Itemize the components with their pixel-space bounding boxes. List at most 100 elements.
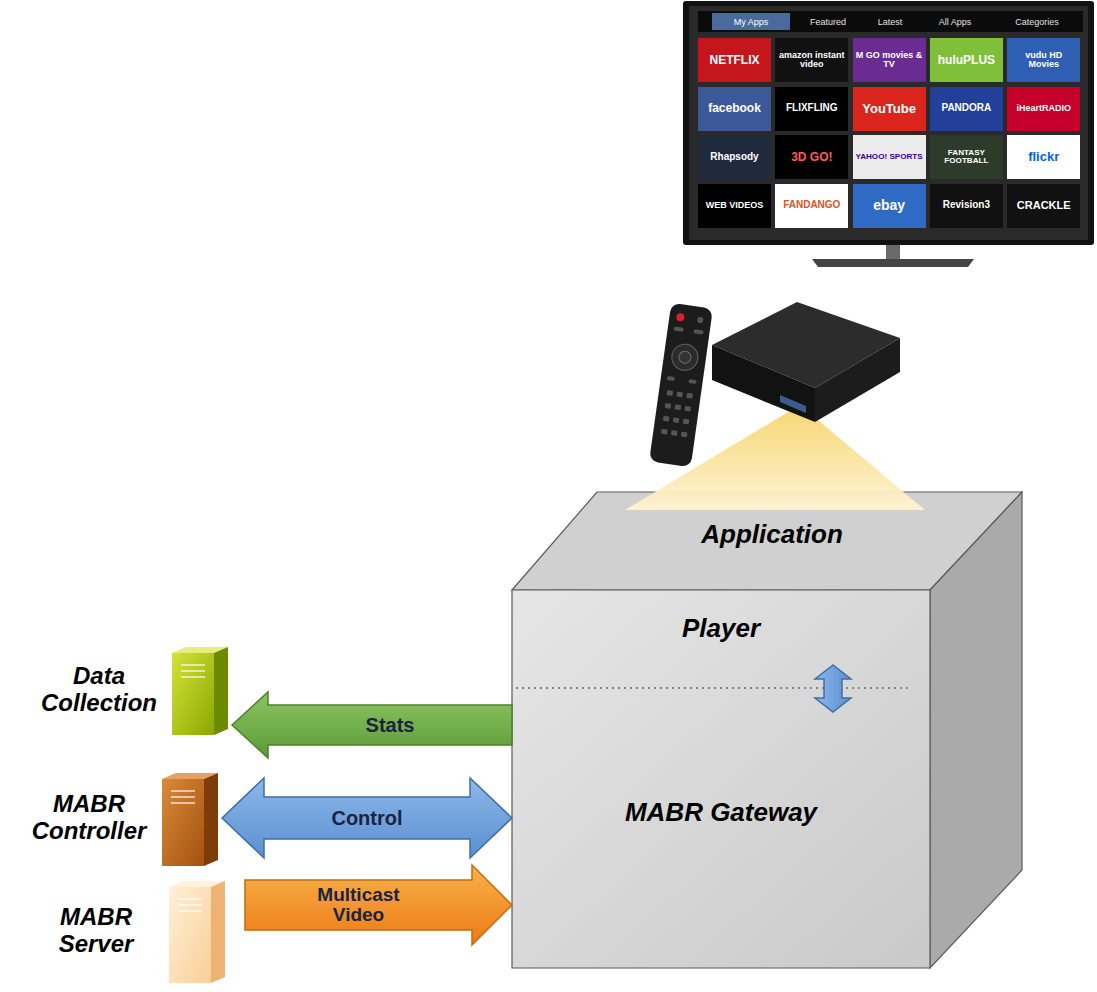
server-icon [172, 645, 228, 735]
block-arrow [222, 778, 512, 858]
app-name: huluPLUS [936, 53, 997, 68]
app-tile: FANTASY FOOTBALL [930, 135, 1003, 179]
app-tile: M GO movies & TV [853, 38, 926, 82]
remote-button [693, 329, 703, 334]
remote-key [683, 419, 690, 425]
app-name: YouTube [860, 101, 918, 117]
remote-key [665, 403, 672, 409]
node-label: Data Collection [34, 663, 164, 717]
box-display [780, 395, 806, 413]
remote-key [671, 430, 678, 436]
arrow-label-holder: Multicast Video [317, 885, 399, 925]
app-name: vudu HD Movies [1007, 50, 1080, 71]
server-caption: Data Collection [34, 663, 164, 717]
app-tile: vudu HD Movies [1007, 38, 1080, 82]
layer-divider [516, 687, 912, 689]
node-label: MABR Controller [24, 791, 154, 845]
app-tile: Revision3 [930, 184, 1003, 228]
app-name: facebook [706, 101, 763, 116]
server-icon: Data Collection [34, 645, 228, 735]
app-name: flickr [1026, 149, 1061, 165]
remote-key [681, 432, 688, 438]
app-name: ebay [871, 197, 907, 214]
app-tile: WEB VIDEOS [698, 184, 771, 228]
cube-top [512, 492, 1022, 590]
menu-tab: Latest [865, 13, 915, 30]
set-top-box [712, 302, 900, 422]
server-slot [171, 802, 195, 804]
app-name: FANTASY FOOTBALL [930, 148, 1003, 167]
app-name: M GO movies & TV [853, 50, 926, 71]
tv-bezel [683, 1, 1094, 245]
server-slot [171, 790, 195, 792]
server-side [204, 773, 218, 866]
node-label: MABR Gateway [625, 798, 817, 828]
app-tile: flickr [1007, 135, 1080, 179]
remote-control [649, 303, 713, 467]
remote-button [676, 313, 685, 322]
tab-bar [698, 11, 1083, 32]
server-slot [178, 910, 202, 912]
app-tile: YAHOO! SPORTS [853, 135, 926, 179]
remote-key [673, 417, 680, 423]
menu-tab: My Apps [712, 13, 790, 30]
app-tile: facebook [698, 87, 771, 131]
app-tile: PANDORA [930, 87, 1003, 131]
top-face-label: Application [572, 520, 972, 550]
server-side [214, 647, 228, 735]
player-layer: Player [512, 592, 930, 665]
app-tile: NETFLIX [698, 38, 771, 82]
app-name: NETFLIX [708, 53, 762, 68]
app-tile: FLIXFLING [775, 87, 848, 131]
tv-stand [812, 259, 974, 267]
server-front [169, 887, 211, 983]
app-tile: iHeartRADIO [1007, 87, 1080, 131]
server-slot [178, 898, 202, 900]
block-arrow [232, 692, 512, 758]
app-tile: 3D GO! [775, 135, 848, 179]
cube-side [930, 492, 1022, 968]
app-name: WEB VIDEOS [704, 200, 766, 211]
remote-dpad [670, 343, 699, 372]
app-name: PANDORA [939, 102, 993, 115]
cube-front [512, 590, 930, 968]
app-tile: FANDANGO [775, 184, 848, 228]
block-arrow [245, 865, 512, 945]
server-icon: MABR Controller [24, 771, 218, 866]
remote-key [675, 404, 682, 410]
cube-outline [512, 492, 1022, 968]
server-icon [169, 879, 225, 983]
app-tile: amazon instant video [775, 38, 848, 82]
app-name: Rhapsody [708, 151, 760, 164]
gateway-device: PlayerMABR Gateway Application [512, 492, 1022, 968]
remote-key [686, 393, 693, 399]
app-name: iHeartRADIO [1014, 103, 1073, 114]
app-name: amazon instant video [775, 50, 848, 71]
server-caption: MABR Server [31, 904, 161, 958]
tab-label: Categories [1015, 17, 1059, 27]
app-name: YAHOO! SPORTS [854, 152, 925, 162]
tab-label: Featured [810, 17, 846, 27]
arrow-label-holder: Control [331, 808, 402, 829]
app-name: CRACKLE [1015, 199, 1073, 213]
server-slot [181, 676, 205, 678]
server-slot [178, 904, 202, 906]
tab-label: All Apps [939, 17, 972, 27]
menu-tab: All Apps [918, 13, 992, 30]
app-tile: CRACKLE [1007, 184, 1080, 228]
node-label: Application [701, 520, 843, 550]
remote-button [667, 376, 675, 381]
remote-ok [678, 350, 692, 364]
tab-label: Latest [878, 17, 903, 27]
box-side [815, 338, 900, 422]
server-icon: MABR Server [31, 879, 225, 983]
server-front [172, 653, 214, 735]
remote-key [663, 416, 670, 422]
menu-tab: Categories [995, 13, 1079, 30]
app-tile: Rhapsody [698, 135, 771, 179]
server-side [211, 881, 225, 983]
light-beam [625, 405, 925, 510]
remote-button [688, 379, 696, 384]
tv-screen [689, 6, 1088, 240]
node-label: Player [682, 614, 760, 644]
